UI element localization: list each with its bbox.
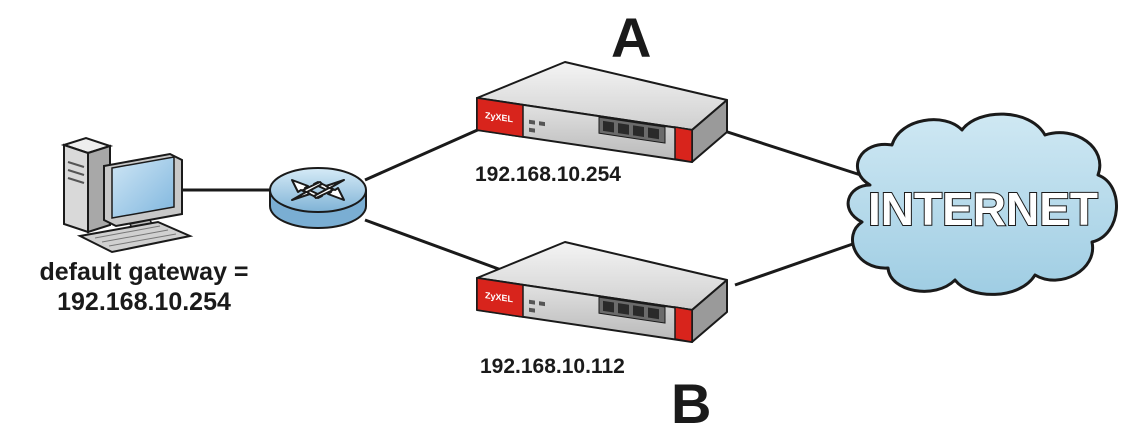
gateway-label: default gateway = 192.168.10.254	[8, 257, 280, 317]
switch-icon	[269, 167, 367, 229]
router-b-brand: ZyXEL	[485, 290, 513, 304]
link-router-a-internet	[714, 126, 871, 180]
link-switch-router-a	[364, 126, 483, 182]
router-b-ip: 192.168.10.112	[480, 355, 625, 378]
router-b-icon: ZyXEL	[476, 241, 728, 343]
router-a-icon: ZyXEL	[476, 61, 728, 163]
link-switch-router-b	[364, 218, 516, 277]
gateway-label-line2: 192.168.10.254	[57, 288, 231, 316]
router-a-ip: 192.168.10.254	[475, 163, 621, 186]
gateway-label-line1: default gateway =	[39, 258, 249, 286]
router-a-brand: ZyXEL	[485, 110, 513, 124]
link-router-b-internet	[734, 236, 871, 287]
router-a-letter: A	[611, 6, 652, 69]
router-b-letter: B	[671, 372, 712, 435]
internet-cloud-icon: INTERNET	[846, 112, 1119, 296]
internet-label: INTERNET	[868, 183, 1098, 235]
computer-icon	[60, 136, 194, 254]
